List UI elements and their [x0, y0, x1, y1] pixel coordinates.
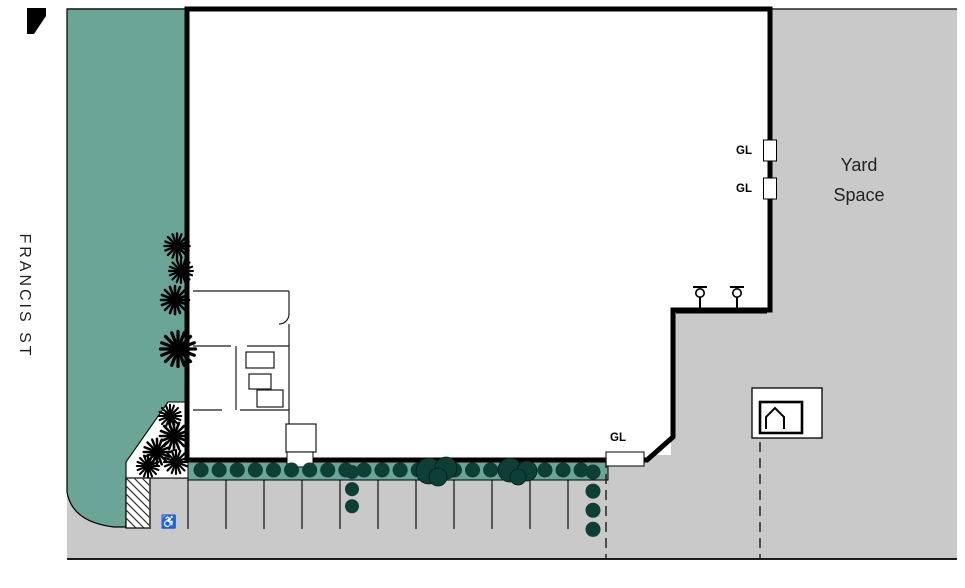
yard-space-line2: Space	[833, 185, 885, 205]
logo-fragment	[27, 8, 46, 34]
office-partitions	[193, 290, 317, 453]
tree-icon	[162, 448, 190, 476]
gl-label-bottom: GL	[610, 432, 626, 444]
shed-structure	[751, 387, 823, 439]
roof-vent-posts	[693, 286, 744, 309]
tree-icon	[158, 329, 198, 369]
tree-icon	[167, 257, 195, 285]
yard-space-label: Yard Space	[800, 150, 918, 210]
post-icon	[693, 286, 707, 309]
post-icon	[730, 286, 744, 309]
shed-icon	[765, 406, 785, 429]
wall-opening-gl-mid	[763, 177, 777, 200]
gl-label-top: GL	[736, 145, 752, 157]
tree-icon	[159, 284, 191, 316]
tree-icon	[135, 453, 161, 479]
wall-opening-gl-bottom	[605, 451, 645, 467]
hatch-area	[125, 477, 151, 529]
building-footprint	[184, 6, 773, 463]
parking-stalls	[149, 480, 569, 529]
hedge-row	[193, 456, 605, 540]
street-name-label: FRANCIS ST	[16, 233, 33, 359]
yard-area	[67, 9, 957, 559]
handicap-icon: ♿	[161, 514, 177, 529]
property-dashed-lines	[605, 442, 761, 558]
tree-icon	[163, 232, 191, 260]
gl-label-mid: GL	[736, 183, 752, 195]
wall-opening-gl-top	[763, 139, 777, 162]
yard-space-line1: Yard	[840, 155, 878, 175]
